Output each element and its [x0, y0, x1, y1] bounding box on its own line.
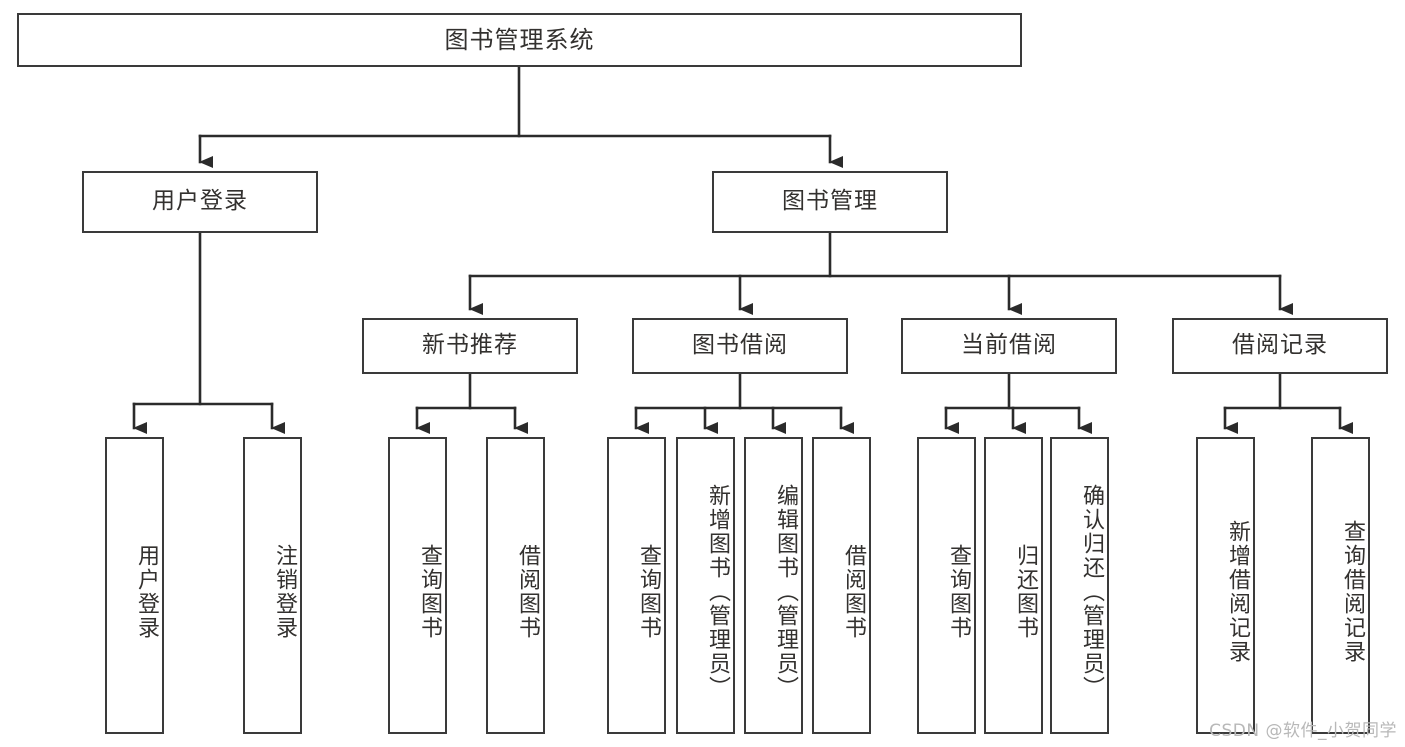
leaf-query-record[interactable]: 查询借阅记录 — [1311, 437, 1370, 734]
leaf-query-book-1[interactable]: 查询图书 — [388, 437, 447, 734]
leaf-add-book[interactable]: 新增图书（管理员） — [676, 437, 735, 734]
leaf-logout[interactable]: 注销登录 — [243, 437, 302, 734]
node-label: 用户登录 — [152, 188, 248, 215]
node-label: 注销登录 — [272, 543, 297, 640]
leaf-borrow-book-1[interactable]: 借阅图书 — [486, 437, 545, 734]
node-root[interactable]: 图书管理系统 — [17, 13, 1022, 67]
leaf-borrow-book-2[interactable]: 借阅图书 — [812, 437, 871, 734]
node-label: 新增借阅记录 — [1225, 519, 1250, 664]
node-book-manage[interactable]: 图书管理 — [712, 171, 948, 233]
node-label: 用户登录 — [134, 543, 159, 640]
node-current-borrow[interactable]: 当前借阅 — [901, 318, 1117, 374]
node-label: 查询图书 — [946, 543, 971, 640]
node-label: 图书借阅 — [692, 332, 788, 359]
watermark-text: CSDN @软件_小贺同学 — [1209, 721, 1397, 741]
node-label: 查询图书 — [417, 543, 442, 640]
node-label: 查询图书 — [636, 543, 661, 640]
node-label: 借阅图书 — [515, 543, 540, 640]
node-label: 图书管理 — [782, 188, 878, 215]
node-borrow-record[interactable]: 借阅记录 — [1172, 318, 1388, 374]
node-user-login[interactable]: 用户登录 — [82, 171, 318, 233]
node-label: 借阅记录 — [1232, 332, 1328, 359]
node-label: 编辑图书（管理员） — [773, 483, 798, 700]
leaf-edit-book[interactable]: 编辑图书（管理员） — [744, 437, 803, 734]
node-label: 确认归还（管理员） — [1079, 483, 1104, 700]
node-label: 借阅图书 — [841, 543, 866, 640]
node-label: 当前借阅 — [961, 332, 1057, 359]
node-label: 图书管理系统 — [444, 25, 595, 54]
leaf-confirm-return[interactable]: 确认归还（管理员） — [1050, 437, 1109, 734]
leaf-return-book[interactable]: 归还图书 — [984, 437, 1043, 734]
leaf-query-book-2[interactable]: 查询图书 — [607, 437, 666, 734]
node-new-book-recommend[interactable]: 新书推荐 — [362, 318, 578, 374]
node-label: 新增图书（管理员） — [705, 483, 730, 700]
node-label: 归还图书 — [1013, 543, 1038, 640]
node-book-borrow[interactable]: 图书借阅 — [632, 318, 848, 374]
leaf-add-record[interactable]: 新增借阅记录 — [1196, 437, 1255, 734]
leaf-query-book-3[interactable]: 查询图书 — [917, 437, 976, 734]
leaf-user-login[interactable]: 用户登录 — [105, 437, 164, 734]
node-label: 新书推荐 — [422, 332, 518, 359]
node-label: 查询借阅记录 — [1340, 519, 1365, 664]
